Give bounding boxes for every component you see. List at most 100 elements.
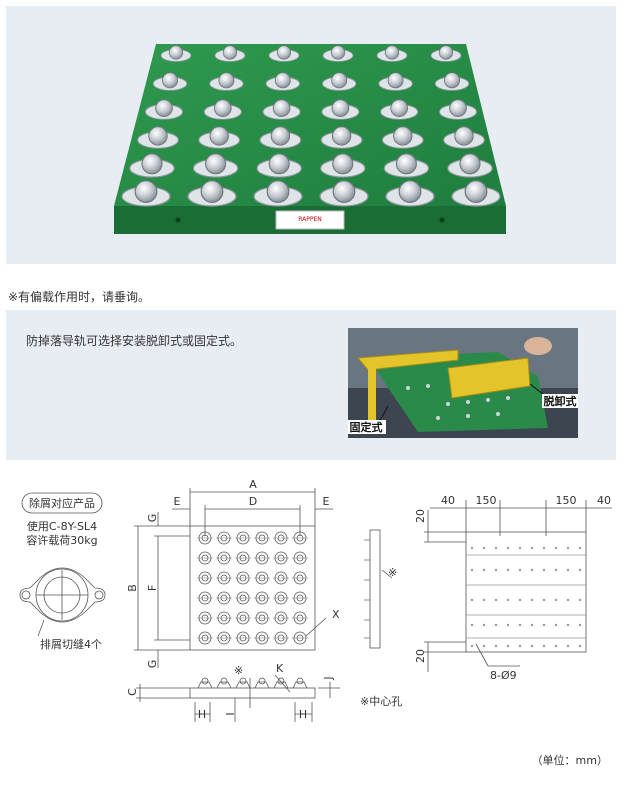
ball-unit	[129, 153, 175, 178]
ball-unit	[268, 45, 300, 62]
top-note: ※有偏载作用时，请垂询。	[8, 290, 151, 304]
top-ball-unit	[235, 531, 251, 545]
bottom-hole	[470, 546, 474, 550]
load-line: 容许载荷30kg	[26, 533, 97, 547]
dim-A: A	[249, 478, 257, 491]
fixed-rail	[356, 349, 459, 371]
bottom-hole	[482, 644, 486, 648]
top-ball-unit	[216, 591, 232, 605]
ball-unit	[381, 126, 424, 149]
bottom-hole	[554, 598, 558, 602]
ball-unit	[265, 72, 301, 91]
dim-G-bottom: G	[146, 660, 159, 669]
dim-I: I	[224, 712, 237, 715]
top-ball-unit	[273, 551, 289, 565]
ball-unit	[256, 153, 302, 178]
ball-unit	[214, 45, 246, 62]
bottom-hole	[566, 623, 570, 627]
top-ball-unit	[235, 611, 251, 625]
ball-unit	[320, 126, 363, 149]
rail-photo: 脱卸式 固定式	[348, 328, 578, 438]
bottom-hole	[506, 644, 510, 648]
use-line: 使用C-8Y-SL4	[27, 520, 97, 533]
bottom-hole	[530, 546, 534, 550]
dim-F: F	[146, 585, 159, 591]
ball-unit	[438, 99, 478, 120]
top-ball-unit	[254, 571, 270, 585]
top-view-plate	[189, 525, 316, 651]
top-ball-unit	[197, 591, 213, 605]
top-ball-unit	[254, 631, 270, 645]
ball-unit	[160, 45, 192, 62]
front-mark: ※	[234, 664, 243, 677]
top-ball-unit	[197, 571, 213, 585]
ball-unit	[137, 126, 179, 149]
rail-panel: 防掉落导轨可选择安装脱卸式或固定式。 脱卸式 固定式	[6, 310, 616, 460]
top-ball-unit	[235, 551, 251, 565]
ball-unit	[430, 45, 462, 62]
bottom-hole	[482, 598, 486, 602]
top-ball-unit	[254, 531, 270, 545]
dim-40-right: 40	[597, 494, 611, 507]
dim-G-top: G	[146, 514, 159, 523]
bottom-hole	[566, 644, 570, 648]
top-ball-unit	[292, 591, 308, 605]
front-ball-unit	[197, 677, 213, 689]
bottom-hole	[518, 546, 522, 550]
ball-unit	[152, 72, 188, 91]
bottom-hole	[494, 644, 498, 648]
bottom-hole	[578, 623, 582, 627]
ball-unit	[376, 45, 408, 62]
top-ball-unit	[216, 551, 232, 565]
ball-unit	[443, 126, 485, 149]
bottom-hole	[482, 546, 486, 550]
top-ball-unit	[197, 551, 213, 565]
bottom-hole	[530, 598, 534, 602]
dim-20-top: 20	[414, 509, 427, 523]
ball-unit	[253, 180, 303, 207]
front-ball-unit	[292, 677, 308, 689]
ball-unit	[321, 99, 360, 120]
bottom-hole	[518, 598, 522, 602]
top-ball-unit	[216, 571, 232, 585]
dim-B: B	[126, 584, 139, 592]
bottom-hole	[482, 568, 486, 572]
top-ball-unit	[273, 631, 289, 645]
unit-note: （单位：mm）	[532, 753, 608, 767]
dim-150-right: 150	[556, 494, 577, 507]
bottom-hole	[578, 546, 582, 550]
top-ball-unit	[216, 631, 232, 645]
bottom-hole	[530, 623, 534, 627]
bottom-hole	[542, 546, 546, 550]
product-label-plate	[275, 210, 345, 230]
dim-40-left: 40	[441, 494, 455, 507]
bottom-hole	[470, 644, 474, 648]
dim-X: X	[332, 608, 340, 621]
ball-unit	[259, 126, 302, 149]
ball-unit	[320, 153, 366, 178]
bottom-hole	[506, 623, 510, 627]
front-ball-unit	[273, 677, 289, 689]
top-ball-unit	[197, 631, 213, 645]
top-ball-unit	[273, 571, 289, 585]
dim-E-left: E	[174, 495, 181, 508]
bottom-hole	[506, 546, 510, 550]
ball-unit	[209, 72, 244, 91]
bottom-hole	[542, 623, 546, 627]
top-view-balls	[197, 531, 308, 645]
bottom-hole	[530, 568, 534, 572]
bottom-hole	[542, 568, 546, 572]
dim-150-left: 150	[476, 494, 497, 507]
bottom-hole	[494, 623, 498, 627]
bottom-hole	[554, 644, 558, 648]
ball-unit	[385, 180, 435, 207]
bottom-hole	[554, 546, 558, 550]
tag-text: 除屑对应产品	[29, 496, 95, 510]
bottom-view-holes	[470, 546, 582, 648]
top-ball-unit	[235, 631, 251, 645]
bottom-hole	[566, 546, 570, 550]
ball-unit	[262, 99, 301, 120]
ball-unit	[198, 126, 241, 149]
bottom-hole	[542, 644, 546, 648]
bottom-hole	[518, 568, 522, 572]
